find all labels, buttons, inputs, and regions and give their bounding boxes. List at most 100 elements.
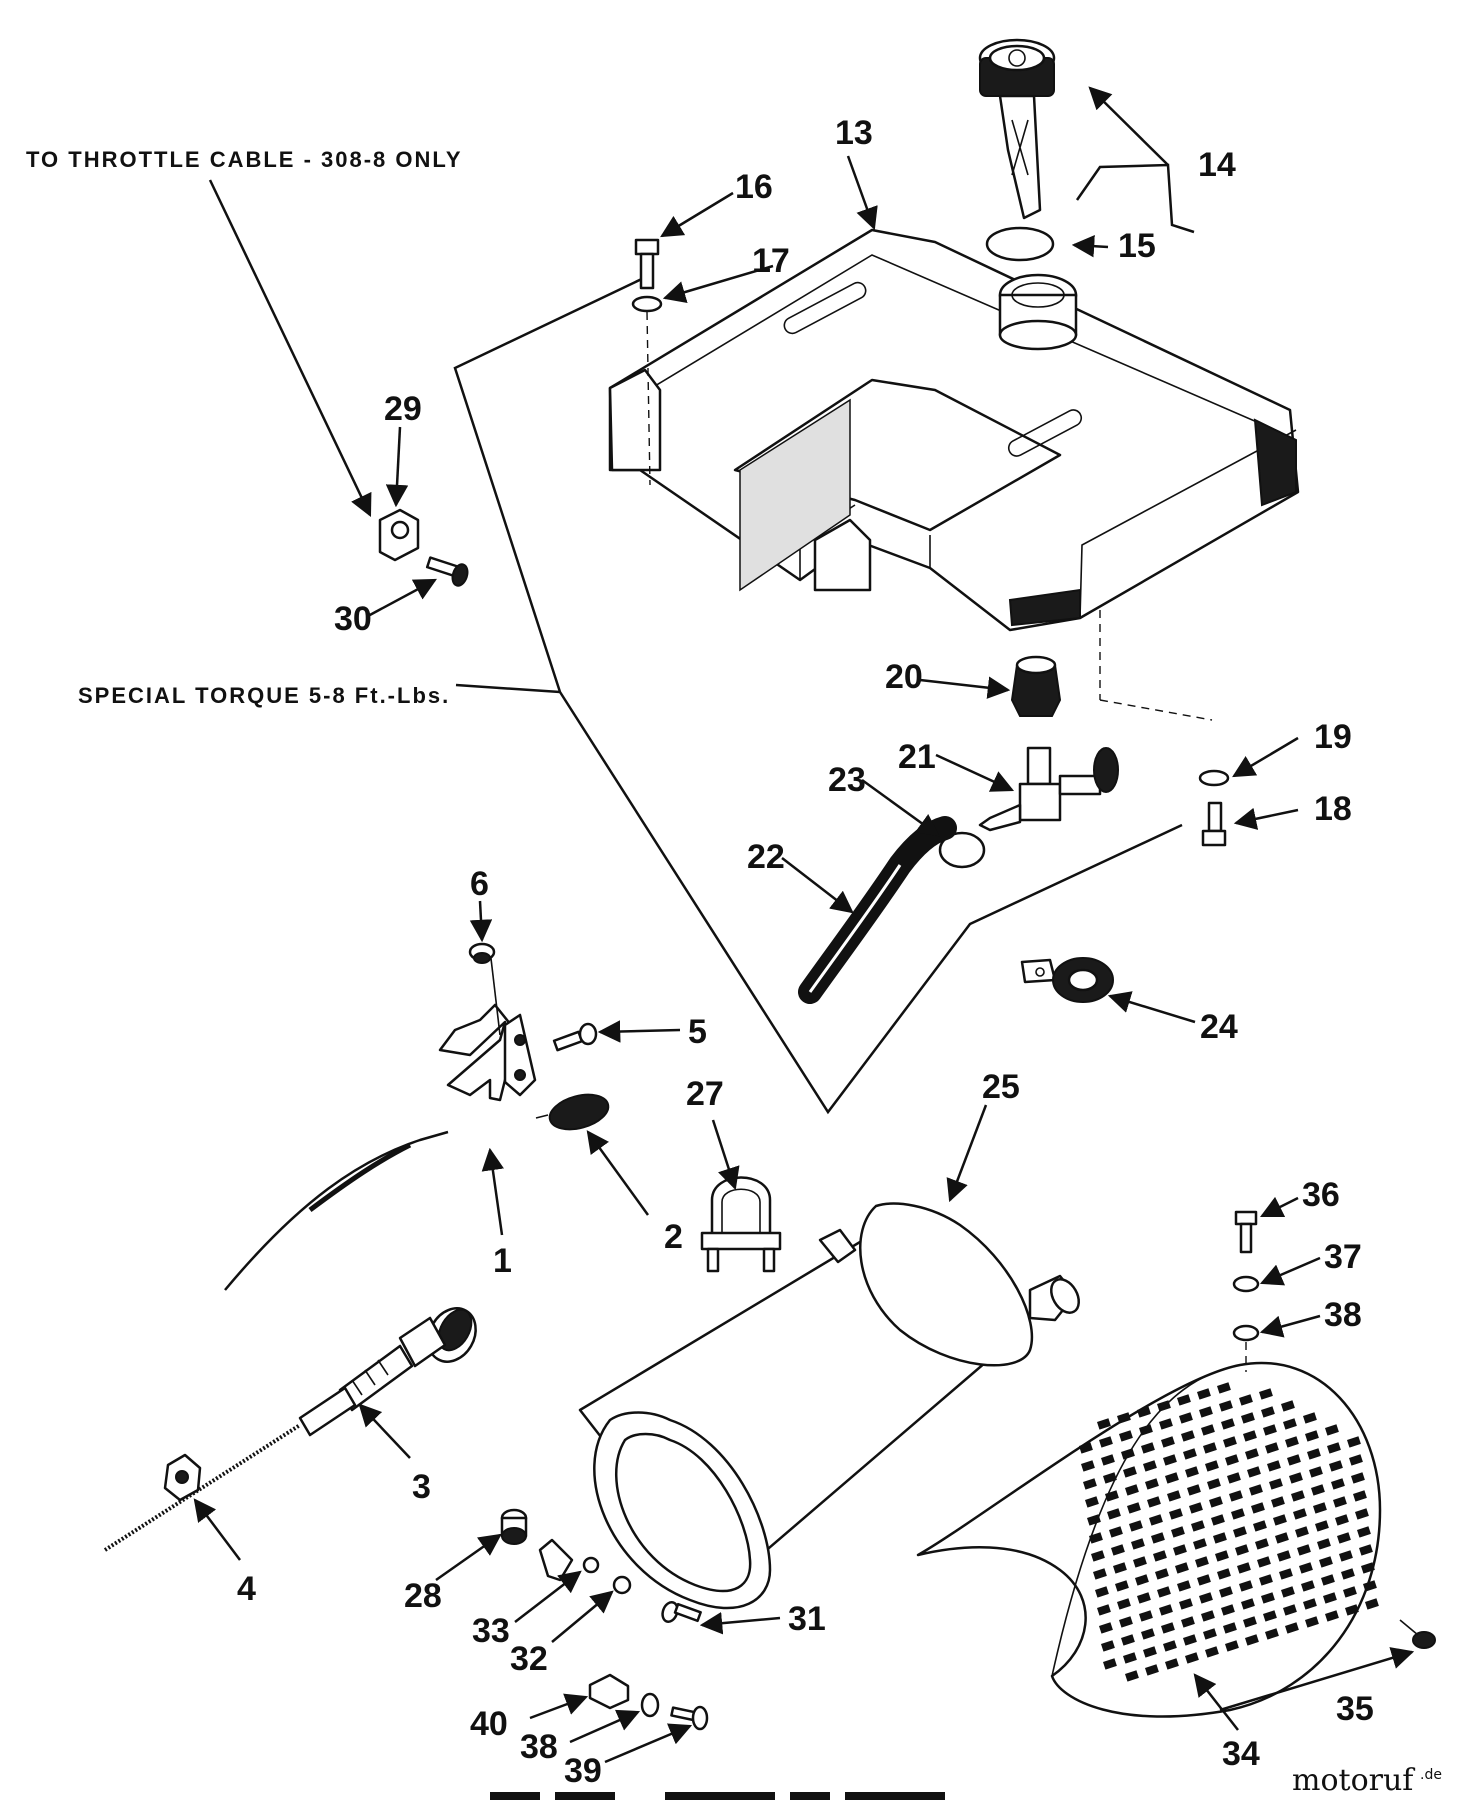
perforation-slot <box>1347 1436 1361 1448</box>
perforation-slot <box>1350 1472 1365 1484</box>
callout-3: 3 <box>412 1468 431 1506</box>
perforation-slot <box>1302 1412 1317 1424</box>
perforation-slot <box>1217 1382 1231 1394</box>
perforation-slot <box>1357 1526 1371 1538</box>
perforation-slot <box>1116 1598 1131 1610</box>
callout-6: 6 <box>470 865 489 903</box>
perforation-slot <box>1265 1628 1279 1640</box>
perforation-slot <box>1277 1550 1291 1562</box>
perforation-slot <box>1183 1634 1197 1646</box>
perforation-slot <box>1221 1604 1235 1616</box>
callout-1: 1 <box>493 1242 512 1280</box>
perforation-slot <box>1193 1538 1207 1550</box>
perforation-slot <box>1221 1418 1235 1430</box>
callout-22: 22 <box>747 838 785 876</box>
perforation-slot <box>1301 1580 1315 1592</box>
perforation-slot <box>1107 1508 1121 1520</box>
perforation-slot <box>1199 1592 1213 1604</box>
muffler <box>538 1202 1080 1610</box>
perforation-slot <box>1164 1472 1179 1484</box>
muffler-clamp <box>700 1176 782 1273</box>
perforation-slot <box>1177 1580 1191 1592</box>
callout-20: 20 <box>885 658 923 696</box>
callout-28: 28 <box>404 1577 442 1615</box>
perforation-slot <box>1313 1502 1327 1514</box>
callout-4: 4 <box>237 1570 256 1608</box>
callout-34: 34 <box>1222 1735 1260 1773</box>
perforation-slot <box>1289 1472 1303 1484</box>
perforation-slot <box>1127 1502 1141 1514</box>
callout-21: 21 <box>898 738 936 776</box>
perforation-slot <box>1339 1550 1353 1562</box>
perforation-slot <box>1167 1490 1181 1502</box>
callout-33: 33 <box>472 1612 510 1650</box>
callout-13: 13 <box>835 114 873 152</box>
perforation-slot <box>1177 1394 1191 1406</box>
fuel-line-hose <box>798 816 957 1004</box>
tank-bolt-bottom <box>1201 801 1227 847</box>
perforation-slot <box>1084 1496 1099 1508</box>
tank-washer-bottom <box>1198 769 1230 787</box>
choke-mounting-nut <box>163 1453 202 1502</box>
guard-washer-lower <box>640 1692 660 1718</box>
perforation-slot <box>1164 1658 1179 1670</box>
perforation-slot <box>1079 1442 1093 1454</box>
perforation-slot <box>1244 1634 1259 1646</box>
perforation-slot <box>1325 1424 1339 1436</box>
perforation-slot <box>1365 1598 1379 1610</box>
perforation-slot <box>1181 1616 1195 1628</box>
perforation-slot <box>1278 1568 1293 1580</box>
bottom-title-strip <box>490 1792 945 1800</box>
perforation-slot <box>1353 1490 1367 1502</box>
perforation-slot <box>1237 1562 1251 1574</box>
perforation-slot <box>1155 1568 1169 1580</box>
muffler-screw <box>661 1601 702 1623</box>
perforation-slot <box>1227 1472 1241 1484</box>
perforation-slot <box>1123 1466 1137 1478</box>
perforation-slot <box>1235 1544 1249 1556</box>
perforation-slot <box>1265 1442 1279 1454</box>
perforation-slot <box>1097 1604 1111 1616</box>
perforation-slot <box>1219 1400 1233 1412</box>
perforation-slot <box>1223 1622 1237 1634</box>
perforation-slot <box>1263 1424 1277 1436</box>
perforation-slot <box>1309 1466 1323 1478</box>
perforation-slot <box>1310 1484 1325 1496</box>
perforation-slot <box>1263 1610 1277 1622</box>
perforation-slot <box>1171 1526 1185 1538</box>
hose-clamp <box>938 831 986 869</box>
tank-bolt-top-guide <box>646 311 651 486</box>
tank-washer-top <box>631 295 663 313</box>
watermark-suffix: .de <box>1420 1767 1442 1783</box>
perforation-slot <box>1151 1532 1165 1544</box>
perforation-slot <box>1141 1442 1155 1454</box>
clamp-screw <box>425 556 469 587</box>
perforation-slot <box>1239 1580 1253 1592</box>
perforation-slot <box>1283 1604 1297 1616</box>
callout-23: 23 <box>828 761 866 799</box>
callout-14: 14 <box>1198 146 1236 184</box>
perforation-slot <box>1285 1622 1299 1634</box>
perforation-slot <box>1129 1520 1143 1532</box>
perforation-slot <box>1197 1574 1211 1586</box>
fuel-shutoff-valve <box>978 746 1119 832</box>
perforation-slot <box>1337 1532 1351 1544</box>
muffler-guard-perforations <box>1079 1382 1379 1682</box>
perforation-slot <box>1101 1640 1115 1652</box>
callout-32: 32 <box>510 1640 548 1678</box>
perforation-slot <box>1175 1562 1189 1574</box>
perforation-slot <box>1257 1556 1271 1568</box>
perforation-slot <box>1124 1670 1139 1682</box>
perforation-slot <box>1259 1574 1273 1586</box>
perforation-slot <box>1275 1532 1289 1544</box>
perforation-slot <box>1181 1430 1195 1442</box>
callout-27: 27 <box>686 1075 724 1113</box>
perforation-slot <box>1203 1628 1217 1640</box>
callout-38-lower: 38 <box>520 1728 558 1766</box>
perforation-slot <box>1188 1502 1203 1514</box>
perforation-slot <box>1169 1508 1183 1520</box>
perforation-slot <box>1255 1538 1269 1550</box>
perforation-slot <box>1145 1478 1159 1490</box>
callout-38-upper: 38 <box>1324 1296 1362 1334</box>
perforation-slot <box>1259 1388 1273 1400</box>
